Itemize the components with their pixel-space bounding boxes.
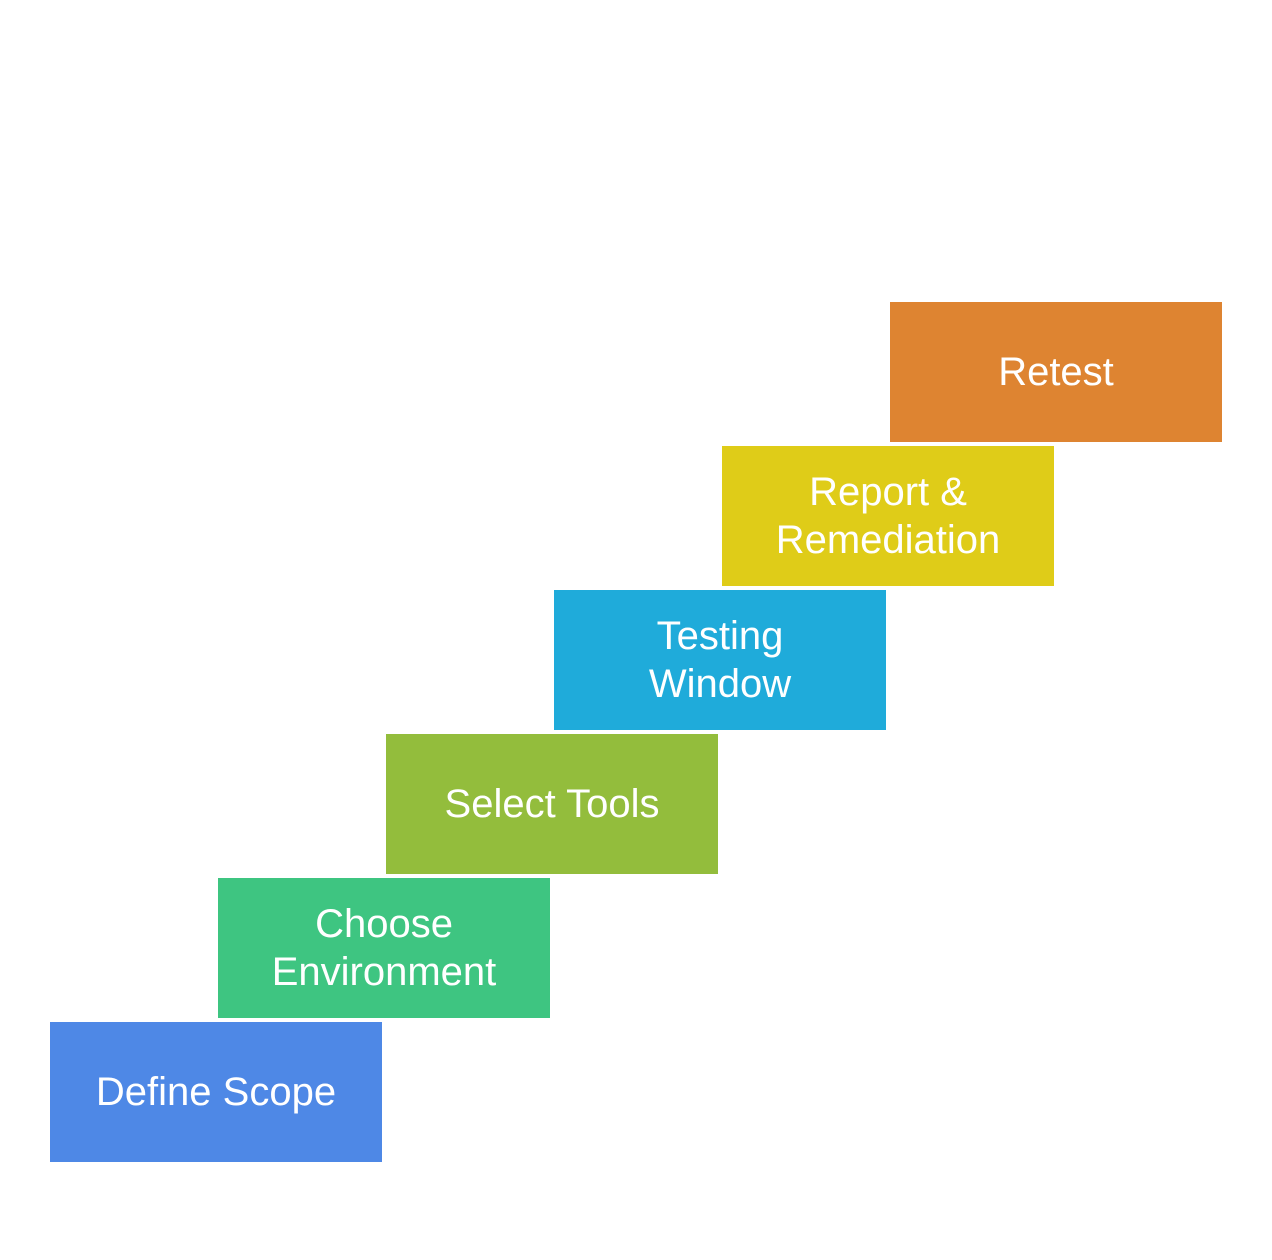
step-label: Define Scope: [95, 1070, 337, 1114]
step-define-scope: Define Scope: [50, 1022, 382, 1162]
step-label: Report & Remediation: [775, 470, 1001, 562]
step-label: Testing Window: [648, 614, 792, 706]
step-testing-window: Testing Window: [554, 590, 886, 730]
step-select-tools: Select Tools: [386, 734, 718, 874]
step-retest: Retest: [890, 302, 1222, 442]
step-choose-environment: Choose Environment: [218, 878, 550, 1018]
step-label: Choose Environment: [271, 902, 497, 994]
step-label: Select Tools: [444, 782, 660, 826]
step-report-remediation: Report & Remediation: [722, 446, 1054, 586]
step-label: Retest: [998, 350, 1114, 394]
